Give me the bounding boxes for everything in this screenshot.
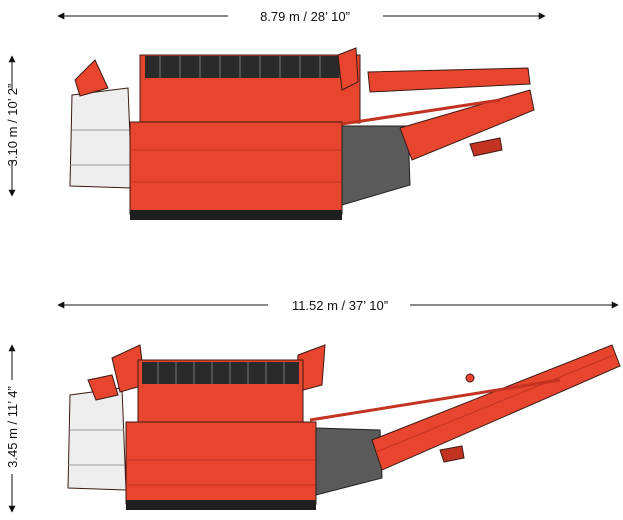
working-height-dimension: 3.45 m / 11’ 4” bbox=[5, 344, 20, 513]
conveyor-strut bbox=[309, 378, 561, 422]
screen-mesh bbox=[142, 362, 299, 384]
main-chassis bbox=[129, 121, 343, 215]
lower-conveyor-section bbox=[399, 89, 535, 161]
track bbox=[130, 210, 342, 220]
conveyor-foot bbox=[469, 137, 503, 157]
screen-side-flap bbox=[337, 47, 359, 91]
grey-hood bbox=[341, 125, 411, 206]
conveyor-strut bbox=[341, 98, 501, 126]
transport-length-label: 8.79 m / 28’ 10” bbox=[260, 9, 350, 24]
working-height-label: 3.45 m / 11’ 4” bbox=[5, 386, 20, 468]
rear-flap bbox=[87, 374, 119, 401]
conveyor-pivot bbox=[465, 373, 475, 383]
transport-position-drawing: 8.79 m / 28’ 10” 3.10 m / 10’ 2” bbox=[5, 9, 546, 220]
conveyor-rail bbox=[375, 354, 615, 453]
working-length-dimension: 11.52 m / 37’ 10” bbox=[57, 298, 619, 313]
screen-mesh bbox=[145, 56, 355, 78]
working-length-label: 11.52 m / 37’ 10” bbox=[292, 298, 388, 313]
extended-conveyor bbox=[371, 344, 621, 471]
transport-height-label: 3.10 m / 10’ 2” bbox=[5, 84, 20, 167]
track bbox=[126, 500, 316, 510]
transport-height-dimension: 3.10 m / 10’ 2” bbox=[5, 55, 20, 197]
rear-flap bbox=[74, 59, 109, 97]
conveyor-foot bbox=[439, 445, 465, 463]
working-position-drawing: 11.52 m / 37’ 10” 3.45 m / 11’ 4” bbox=[5, 298, 621, 513]
upper-conveyor-section bbox=[367, 67, 531, 93]
transport-length-dimension: 8.79 m / 28’ 10” bbox=[57, 9, 546, 24]
screen-mesh-bars bbox=[157, 362, 285, 384]
rear-panel bbox=[67, 387, 127, 491]
grey-hood bbox=[315, 427, 383, 496]
main-chassis bbox=[125, 421, 317, 505]
rear-panel bbox=[69, 87, 133, 189]
